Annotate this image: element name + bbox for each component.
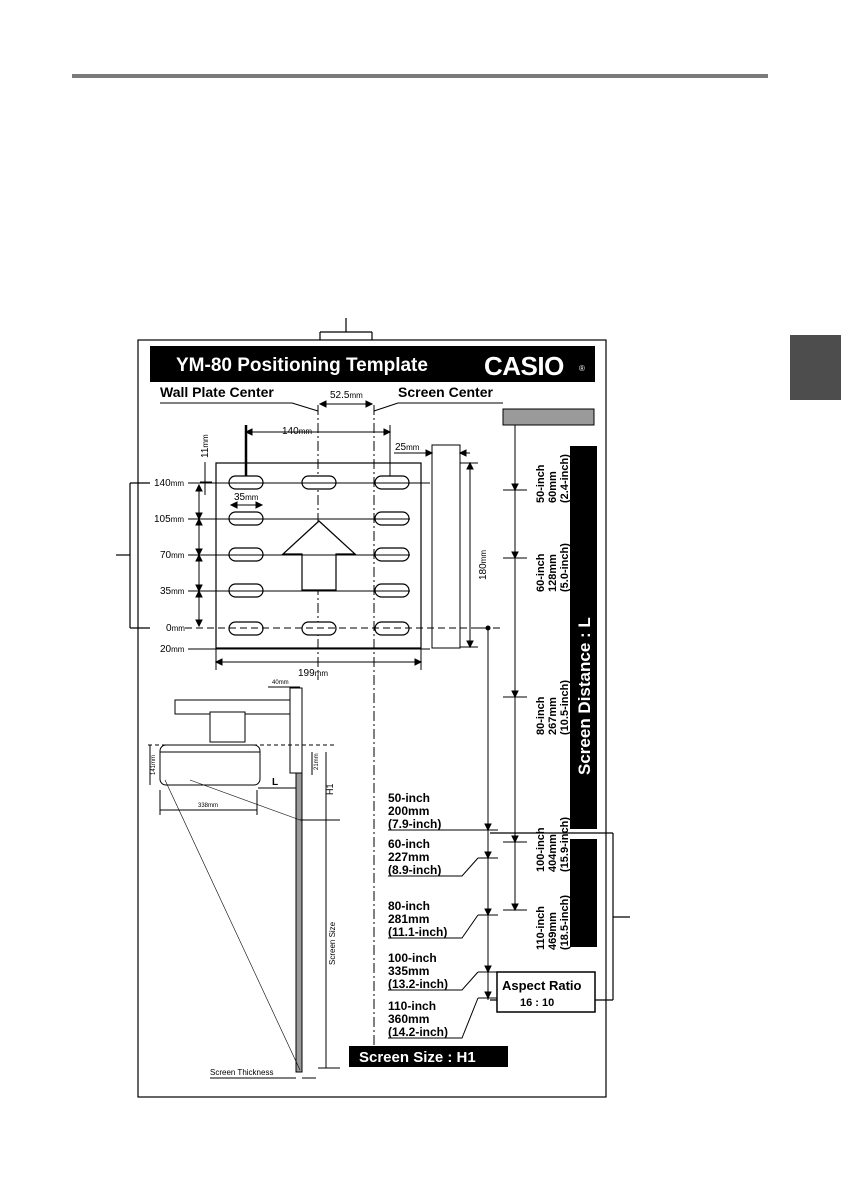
height-70-label: 70mm: [160, 550, 185, 561]
offset-dimension-line: [318, 400, 374, 408]
screen-size-title-bar: [349, 1046, 508, 1067]
svg-text:(18.5-inch): (18.5-inch): [559, 895, 571, 950]
dim-180-line: [460, 461, 478, 649]
distance-scale: [503, 425, 527, 912]
svg-text:80-inch: 80-inch: [388, 899, 430, 913]
svg-text:(5.0-inch): (5.0-inch): [559, 543, 571, 592]
distance-label-100: 100-inch 404mm (15.9-inch): [535, 817, 571, 872]
side-dim-21: 21mm: [314, 753, 320, 770]
side-label-screen-size: Screen Size: [328, 921, 337, 965]
svg-text:(2.4-inch): (2.4-inch): [559, 454, 571, 503]
height-140-label: 140mm: [154, 478, 184, 489]
side-dim-338: 338mm: [198, 803, 218, 809]
dim-140-line: [244, 425, 392, 485]
aspect-ratio-label: Aspect Ratio: [502, 978, 582, 993]
section-tab: [790, 335, 841, 400]
svg-text:(13.2-inch): (13.2-inch): [388, 977, 448, 991]
svg-text:60mm: 60mm: [547, 471, 559, 503]
template-title: YM-80 Positioning Template: [176, 355, 428, 376]
aspect-ratio-value: 16 : 10: [520, 997, 554, 1009]
casio-logo: CASIO: [484, 351, 564, 381]
svg-text:110-inch: 110-inch: [535, 906, 547, 950]
svg-text:360mm: 360mm: [388, 1012, 429, 1026]
svg-text:110-inch: 110-inch: [388, 999, 436, 1013]
svg-text:469mm: 469mm: [547, 912, 559, 950]
side-label-H1: H1: [325, 783, 335, 795]
callout-bracket-left: [116, 482, 150, 629]
offset-dimension: 52.5mm: [330, 390, 363, 401]
h1-label-leaders: [388, 829, 479, 1039]
svg-text:281mm: 281mm: [388, 912, 429, 926]
svg-text:60-inch: 60-inch: [535, 553, 547, 592]
height-dimension-arrows: [195, 483, 203, 628]
svg-text:80-inch: 80-inch: [535, 696, 547, 735]
screen-strip-outline: [431, 444, 461, 649]
svg-text:50-inch: 50-inch: [388, 791, 430, 805]
screen-size-title: Screen Size : H1: [359, 1049, 476, 1066]
side-label-L: L: [272, 777, 278, 788]
svg-text:(7.9-inch): (7.9-inch): [388, 817, 441, 831]
svg-text:(11.1-inch): (11.1-inch): [388, 925, 447, 939]
svg-text:(8.9-inch): (8.9-inch): [388, 863, 441, 877]
svg-text:227mm: 227mm: [388, 850, 429, 864]
h1-label-50: 50-inch 200mm (7.9-inch): [388, 791, 441, 831]
dim-199-label: 199mm: [298, 668, 328, 679]
title-bar: [150, 346, 595, 382]
header-rule: [72, 74, 768, 78]
distance-label-50: 50-inch 60mm (2.4-inch): [535, 454, 571, 503]
wall-plate-center-label: Wall Plate Center: [160, 384, 274, 400]
h1-label-100: 100-inch 335mm (13.2-inch): [388, 951, 448, 991]
height-0-label: 0mm: [166, 623, 185, 634]
screen-center-label: Screen Center: [398, 384, 493, 400]
dim-11-line: [200, 462, 212, 495]
side-dim-40: 40mm: [272, 680, 289, 686]
dim-199-line: [214, 648, 423, 670]
svg-text:335mm: 335mm: [388, 964, 429, 978]
distance-label-110: 110-inch 469mm (18.5-inch): [535, 895, 571, 950]
screen-distance-title: Screen Distance : L: [575, 617, 594, 775]
svg-text:(15.9-inch): (15.9-inch): [559, 817, 571, 872]
distance-label-80: 80-inch 267mm (10.5-inch): [535, 680, 571, 735]
screen-distance-band-lower: [570, 839, 597, 947]
height-35-label: 35mm: [160, 586, 185, 597]
svg-text:267mm: 267mm: [547, 697, 559, 735]
svg-text:404mm: 404mm: [547, 834, 559, 872]
svg-text:(14.2-inch): (14.2-inch): [388, 1025, 448, 1039]
svg-text:128mm: 128mm: [547, 554, 559, 592]
registered-mark: ®: [579, 364, 585, 373]
h1-scale: [478, 625, 498, 1000]
distance-label-60: 60-inch 128mm (5.0-inch): [535, 543, 571, 592]
dim-180-label: 180mm: [478, 550, 489, 580]
dim-140-label: 140mm: [282, 426, 312, 437]
svg-text:(10.5-inch): (10.5-inch): [559, 680, 571, 735]
dim-35-label: 35mm: [234, 492, 259, 503]
dim-35-line: [229, 501, 264, 509]
side-label-screen-thickness: Screen Thickness: [210, 1068, 273, 1077]
svg-text:200mm: 200mm: [388, 804, 429, 818]
svg-text:50-inch: 50-inch: [535, 464, 547, 503]
dim-11-label: 11mm: [200, 434, 211, 458]
distance-header-bar: [502, 408, 595, 426]
svg-text:100-inch: 100-inch: [535, 827, 547, 872]
center-leader-arrows: [291, 402, 399, 412]
height-reference-lines: [185, 482, 500, 650]
side-dim-141: 141mm: [151, 755, 157, 775]
h1-label-110: 110-inch 360mm (14.2-inch): [388, 999, 448, 1039]
screen-distance-band-upper: [570, 446, 597, 829]
svg-text:60-inch: 60-inch: [388, 837, 430, 851]
svg-text:100-inch: 100-inch: [388, 951, 437, 965]
height-105-label: 105mm: [154, 514, 184, 525]
side-view-diagram: [148, 686, 340, 1079]
h1-label-60: 60-inch 227mm (8.9-inch): [388, 837, 441, 877]
aspect-ratio-box: [496, 971, 596, 1013]
h1-label-80: 80-inch 281mm (11.1-inch): [388, 899, 447, 939]
height-20-label: 20mm: [160, 644, 185, 655]
dim-25-label: 25mm: [395, 442, 420, 453]
